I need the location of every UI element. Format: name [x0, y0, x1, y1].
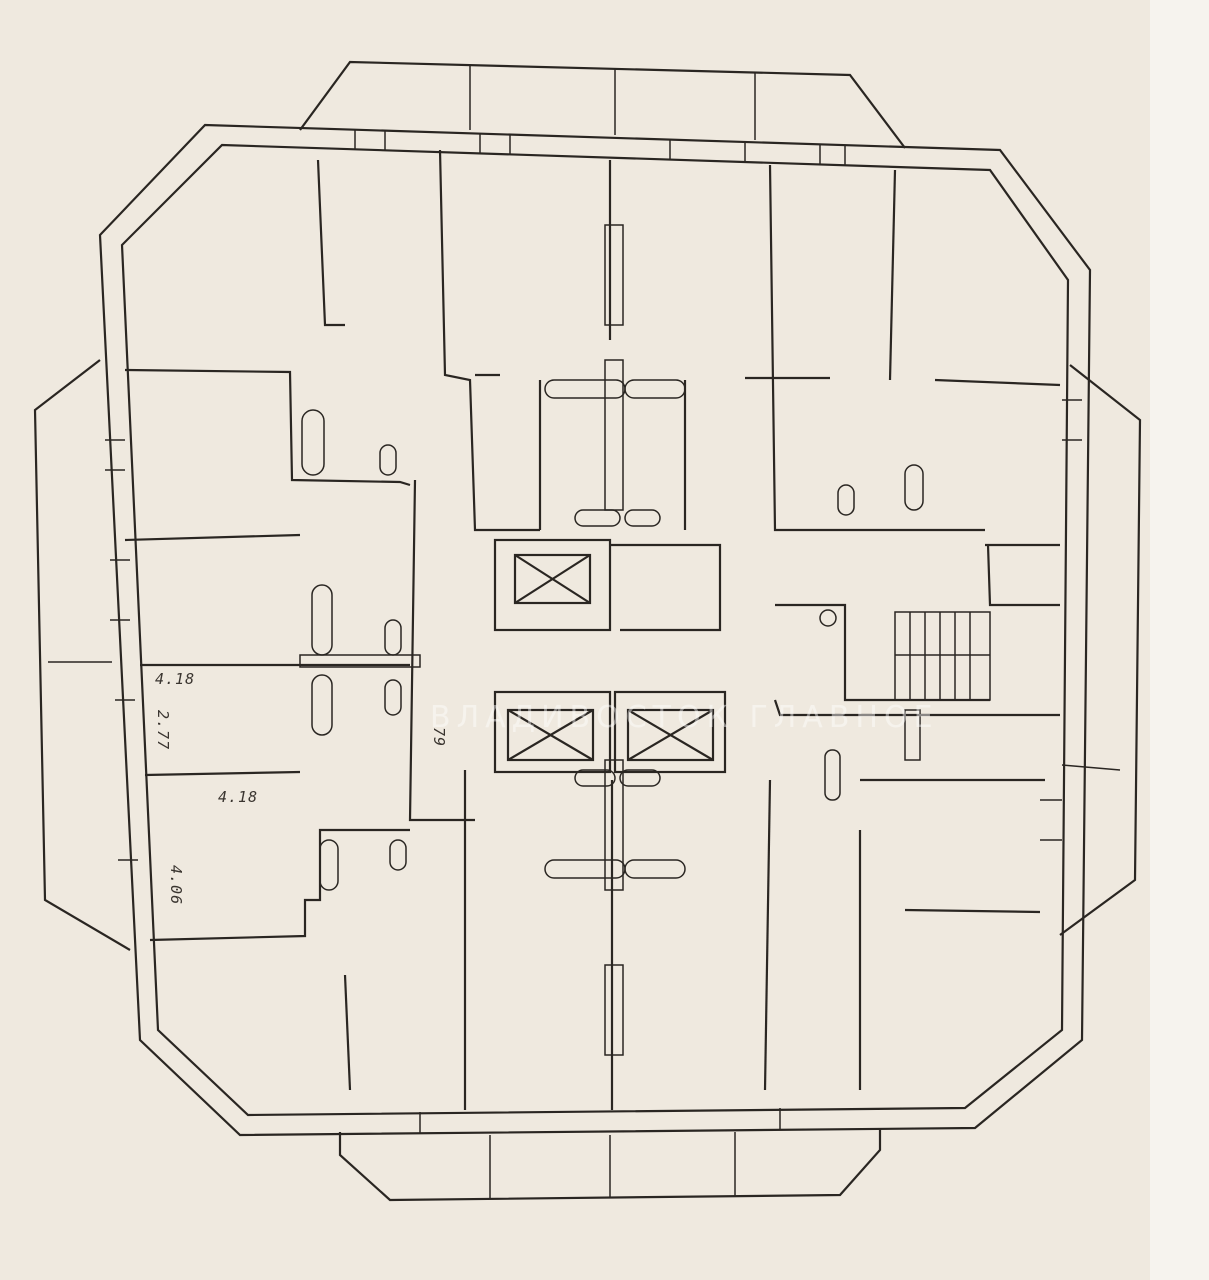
dimension-room-a-depth: 2.77	[154, 710, 172, 751]
interior-walls	[124, 149, 1061, 1110]
dimension-room-a-width: 4.18	[155, 670, 196, 688]
exterior-walls	[33, 60, 1142, 1202]
dimension-room-b-depth: 4.06	[167, 865, 185, 906]
windows	[105, 130, 1082, 1133]
dimension-room-b-width: 4.18	[218, 788, 259, 806]
elevator-shafts	[493, 538, 727, 774]
staircase	[894, 611, 991, 701]
plumbing-fixtures	[299, 224, 924, 1056]
watermark: ВЛАДИВОСТОК ГЛАВНОЕ	[430, 700, 939, 735]
